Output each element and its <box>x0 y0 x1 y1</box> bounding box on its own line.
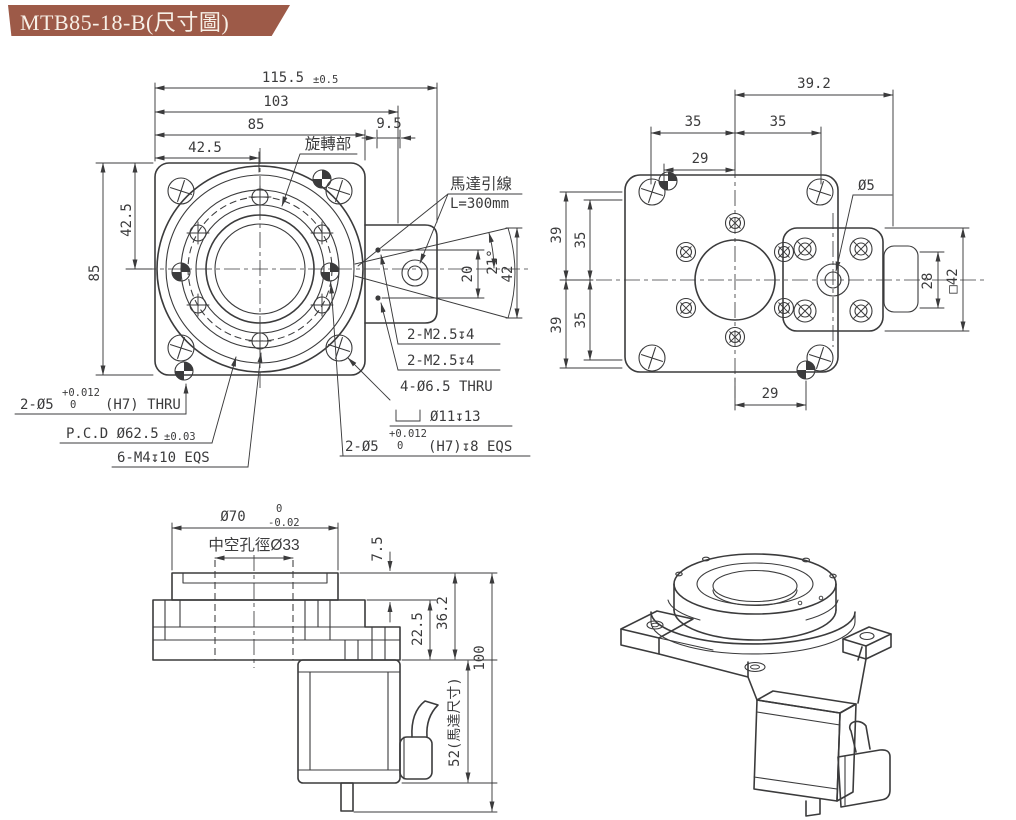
side-body <box>152 555 401 668</box>
side-platter <box>171 572 339 601</box>
dim-29-top: 29 <box>692 151 709 167</box>
dim-square-42: □42 <box>945 268 961 293</box>
dim-lead-21deg: 21° <box>485 249 501 274</box>
dim-lead-20: 20 <box>460 266 476 283</box>
dim-d70-tol-upper: 0 <box>276 503 282 515</box>
dim-28: 28 <box>920 273 936 290</box>
side-view: Ø70 0 -0.02 中空孔徑Ø33 7.5 22.5 36.2 52(馬達尺… <box>152 503 498 813</box>
callout-pins-eqs-note: (H7)↧8 EQS <box>428 439 512 455</box>
dim-39-lower: 39 <box>549 317 565 334</box>
dim-39-2: 39.2 <box>797 76 831 92</box>
callout-pins-thru-qty: 2-Ø5 <box>20 397 54 413</box>
counterbore-symbol <box>395 409 421 422</box>
title-banner: MTB85-18-B(尺寸圖) <box>8 5 290 36</box>
dim-103: 103 <box>263 94 288 110</box>
callout-cbore: Ø11↧13 <box>430 409 481 425</box>
callout-holes-thru: 4-Ø6.5 THRU <box>400 379 493 395</box>
back-motor-flange <box>782 227 919 332</box>
back-centerlines <box>596 162 988 398</box>
dim-100: 100 <box>472 645 488 670</box>
back-datum-targets <box>658 171 816 380</box>
dim-35-left: 35 <box>685 114 702 130</box>
label-hollow-bore: 中空孔徑Ø33 <box>208 536 299 554</box>
front-view: 115.5 ±0.5 103 85 9.5 42.5 85 42.5 20 21… <box>14 70 532 468</box>
dim-d70: Ø70 <box>220 509 245 525</box>
dim-36-2: 36.2 <box>435 596 451 630</box>
dim-overall-width: 115.5 <box>262 70 304 86</box>
back-view: 39.2 35 35 29 39 39 35 35 28 □42 <box>549 76 988 411</box>
side-dimensions: Ø70 0 -0.02 中空孔徑Ø33 7.5 22.5 36.2 52(馬達尺… <box>171 503 498 813</box>
dim-motor-52: 52(馬達尺寸) <box>447 677 463 767</box>
dim-overall-width-tol: ±0.5 <box>313 74 338 86</box>
front-callouts: 2-Ø5 +0.012 0 (H7) THRU P.C.D Ø62.5 ±0.0… <box>14 254 531 468</box>
label-rotating-part: 旋轉部 <box>305 135 352 153</box>
iso-motor <box>747 646 891 817</box>
callout-pins-thru-note: (H7) THRU <box>105 397 181 413</box>
callout-tap-m25-1: 2-M2.5↧4 <box>407 327 474 343</box>
callout-pins-eqs-tol-upper: +0.012 <box>389 428 427 440</box>
iso-base <box>620 610 892 678</box>
dim-7-5: 7.5 <box>370 536 386 561</box>
dim-d70-tol-lower: -0.02 <box>268 517 300 529</box>
isometric-view <box>620 553 892 817</box>
front-tap-dots <box>375 247 381 301</box>
callout-pcd: P.C.D Ø62.5 <box>66 426 159 442</box>
iso-flange-ring <box>650 599 856 655</box>
callout-pins-thru-tol-lower: 0 <box>70 399 76 411</box>
callout-pins-eqs-qty: 2-Ø5 <box>345 439 379 455</box>
label-motor-lead: 馬達引線 <box>450 175 512 193</box>
dim-29-bottom: 29 <box>762 386 779 402</box>
callout-taps-top: 6-M4↧10 EQS <box>117 450 210 466</box>
front-labels: 旋轉部 馬達引線 L=300mm <box>282 135 523 267</box>
callout-pins-thru-tol-upper: +0.012 <box>62 387 100 399</box>
dim-35-lower: 35 <box>573 312 589 329</box>
front-dimensions: 115.5 ±0.5 103 85 9.5 42.5 85 42.5 20 21… <box>87 70 523 376</box>
callout-pins-eqs-tol-lower: 0 <box>397 440 403 452</box>
iso-platter <box>673 553 837 641</box>
dim-35-right: 35 <box>770 114 787 130</box>
back-dimensions: 39.2 35 35 29 39 39 35 35 28 □42 <box>549 76 970 411</box>
callout-pcd-tol: ±0.03 <box>164 431 196 443</box>
page-title: MTB85-18-B(尺寸圖) <box>20 9 230 35</box>
callout-hole-d5: Ø5 <box>858 178 875 194</box>
motor-cable <box>411 700 439 738</box>
dim-85-horizontal: 85 <box>248 117 265 133</box>
dim-9-5: 9.5 <box>376 116 401 132</box>
dim-85-vertical: 85 <box>87 265 103 282</box>
dim-22-5: 22.5 <box>410 612 426 646</box>
dim-42-5-horizontal: 42.5 <box>188 140 222 156</box>
side-motor <box>297 659 439 812</box>
dim-42-5-vertical: 42.5 <box>119 203 135 237</box>
dim-39-upper: 39 <box>549 227 565 244</box>
iso-cable-stub <box>848 720 871 753</box>
dim-lead-42: 42 <box>500 266 516 283</box>
callout-tap-m25-2: 2-M2.5↧4 <box>407 353 474 369</box>
label-motor-lead-length: L=300mm <box>450 196 509 212</box>
dim-35-upper: 35 <box>573 232 589 249</box>
